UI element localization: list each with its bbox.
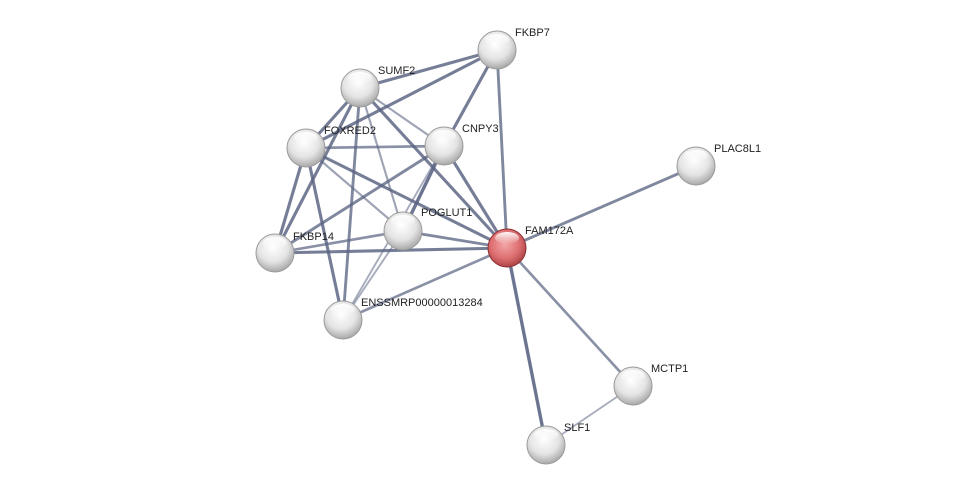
edge-fam172a-plac8l1[interactable]: [506, 164, 697, 250]
node-label: ENSSMRP00000013284: [361, 297, 483, 309]
edge-cnpy3-fam172a[interactable]: [442, 145, 509, 249]
node-label: FKBP7: [515, 27, 550, 39]
edge-foxred2-enssmrp00000013284[interactable]: [304, 147, 345, 321]
edge-cnpy3-fkbp14[interactable]: [274, 144, 445, 255]
node-highlight: [684, 150, 708, 162]
node-foxred2[interactable]: FOXRED2: [286, 125, 376, 168]
node-highlight: [331, 304, 355, 316]
edge-sumf2-poglut1[interactable]: [358, 87, 405, 232]
edge-fam172a-slf1[interactable]: [505, 247, 548, 446]
node-highlight: [534, 429, 558, 441]
node-highlight: [495, 232, 519, 244]
node-poglut1[interactable]: POGLUT1: [383, 207, 472, 251]
node-label: PLAC8L1: [714, 143, 761, 155]
edge-sumf2-fkbp7[interactable]: [359, 48, 498, 90]
node-highlight: [621, 370, 645, 382]
node-fkbp14[interactable]: FKBP14: [255, 231, 334, 273]
node-highlight: [348, 72, 372, 84]
edge-enssmrp00000013284-fam172a[interactable]: [342, 246, 508, 322]
node-cnpy3[interactable]: CNPY3: [424, 123, 499, 166]
node-label: POGLUT1: [421, 207, 472, 219]
edge-foxred2-cnpy3[interactable]: [305, 144, 445, 150]
edge-poglut1-fkbp14[interactable]: [274, 229, 404, 255]
node-highlight: [263, 237, 287, 249]
node-label: SLF1: [564, 422, 590, 434]
edge-sumf2-fkbp14[interactable]: [273, 87, 362, 254]
node-enssmrp00000013284[interactable]: ENSSMRP00000013284: [323, 297, 483, 340]
edge-foxred2-poglut1[interactable]: [305, 147, 404, 232]
node-label: FOXRED2: [324, 125, 376, 137]
node-highlight: [432, 130, 456, 142]
node-label: MCTP1: [651, 363, 688, 375]
edge-fam172a-mctp1[interactable]: [506, 247, 634, 387]
edge-fkbp7-fam172a[interactable]: [495, 49, 509, 249]
node-highlight: [485, 34, 509, 46]
node-fam172a[interactable]: FAM172A: [487, 225, 574, 268]
node-label: SUMF2: [378, 65, 415, 77]
node-label: CNPY3: [462, 123, 499, 135]
node-highlight: [391, 215, 415, 227]
edge-fkbp14-fam172a[interactable]: [274, 246, 508, 255]
node-sumf2[interactable]: SUMF2: [340, 65, 415, 108]
edge-foxred2-fam172a[interactable]: [305, 146, 508, 250]
node-highlight: [294, 132, 318, 144]
node-mctp1[interactable]: MCTP1: [613, 363, 688, 406]
node-plac8l1[interactable]: PLAC8L1: [676, 143, 761, 186]
node-label: FAM172A: [525, 225, 574, 237]
node-fkbp7[interactable]: FKBP7: [477, 27, 550, 70]
node-label: FKBP14: [293, 231, 334, 243]
node-slf1[interactable]: SLF1: [526, 422, 590, 465]
